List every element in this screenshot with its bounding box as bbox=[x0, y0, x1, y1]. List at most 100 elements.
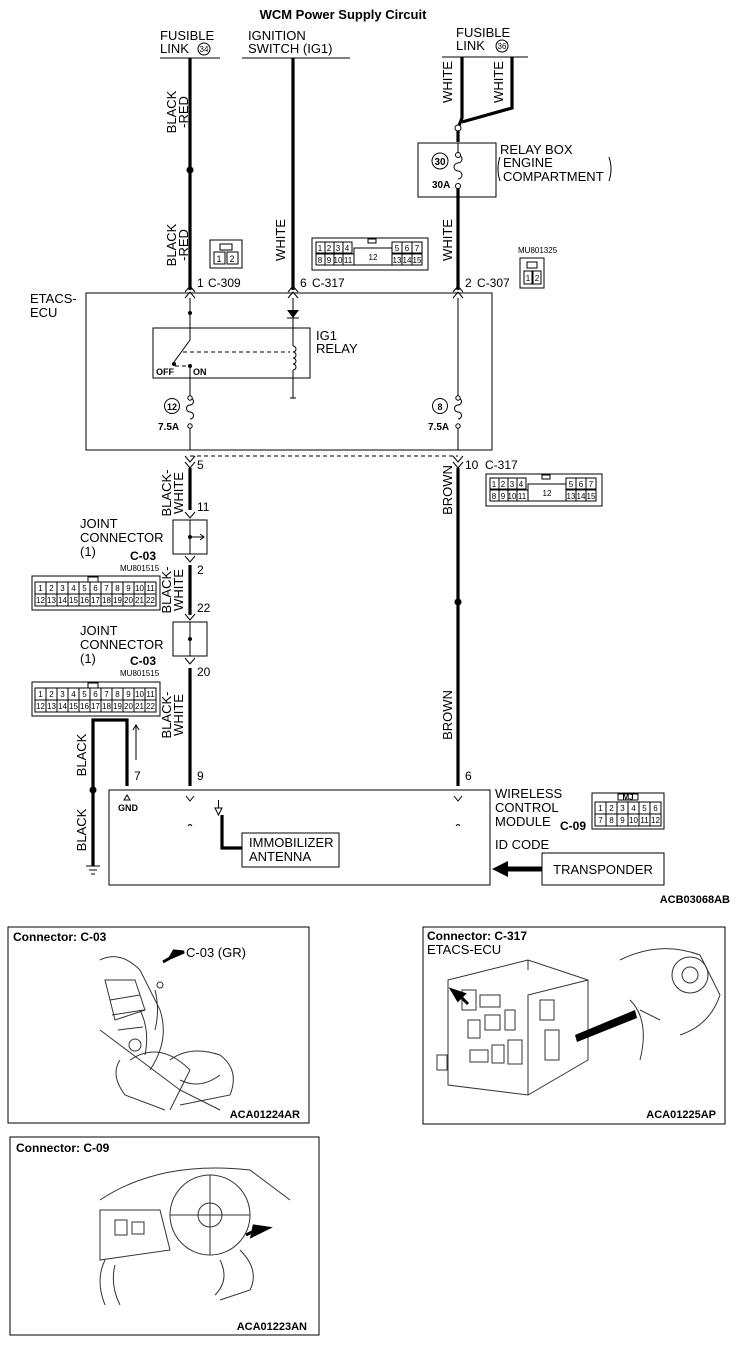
c317-bottom-pin-label: 10 bbox=[465, 458, 479, 472]
relay-coil bbox=[292, 345, 297, 371]
svg-text:14: 14 bbox=[403, 256, 412, 265]
diagram-title: WCM Power Supply Circuit bbox=[260, 7, 428, 22]
svg-text:9: 9 bbox=[501, 492, 506, 501]
svg-text:MJ: MJ bbox=[622, 793, 633, 802]
svg-text:4: 4 bbox=[345, 244, 350, 253]
wire-label-black-1: BLACK bbox=[74, 733, 89, 776]
c09-grid-pin-label: 11 bbox=[640, 816, 649, 825]
fusible-link-34-num: 34 bbox=[200, 45, 209, 54]
c03-grid-1-pin-label: 4 bbox=[71, 584, 76, 593]
c03-grid-2-pin-label: 12 bbox=[36, 702, 45, 711]
splice-dot bbox=[186, 166, 194, 174]
joint-connector-2-line3: (1) bbox=[80, 651, 96, 666]
c03-grid-1-pin-label: 18 bbox=[102, 596, 111, 605]
c03-grid-1-pin-label: 5 bbox=[82, 584, 87, 593]
relay-off-label: OFF bbox=[156, 367, 174, 377]
svg-text:8: 8 bbox=[318, 256, 323, 265]
c09-grid-pin-label: 6 bbox=[653, 804, 658, 813]
c03-grid-2-pin-label: 6 bbox=[93, 690, 98, 699]
ignition-switch-line2: SWITCH (IG1) bbox=[248, 41, 333, 56]
c09-grid-pin-label: 8 bbox=[609, 816, 614, 825]
panel-c09-title: Connector: C-09 bbox=[16, 1141, 110, 1155]
etacs-fuse12 bbox=[186, 397, 194, 420]
c309-pin-2: 2 bbox=[229, 254, 234, 264]
panel-c03 bbox=[7, 926, 310, 1124]
ig1-relay-line2: RELAY bbox=[316, 341, 358, 356]
c03-grid-2-pin-label: 9 bbox=[126, 690, 131, 699]
c307-name: C-307 bbox=[477, 276, 510, 290]
svg-text:1: 1 bbox=[492, 480, 497, 489]
joint-connector-2-name: C-03 bbox=[130, 654, 156, 668]
c307-pin-label: 2 bbox=[465, 276, 472, 290]
c03-grid-1-pin-label: 14 bbox=[58, 596, 67, 605]
panel-c03-arrow bbox=[162, 949, 185, 964]
fusible-link-34-line2: LINK bbox=[160, 41, 189, 56]
svg-text:7: 7 bbox=[589, 480, 594, 489]
joint-connector-1-line3: (1) bbox=[80, 544, 96, 559]
pin-11: 11 bbox=[197, 500, 210, 514]
svg-text:14: 14 bbox=[577, 492, 586, 501]
panel-c317-subtitle: ETACS-ECU bbox=[427, 942, 501, 957]
pin-6: 6 bbox=[465, 769, 472, 783]
wire-label-brown-2: BROWN bbox=[440, 690, 455, 740]
joint-connector-1-line2: CONNECTOR bbox=[80, 530, 164, 545]
c03-grid-2-pin-label: 7 bbox=[104, 690, 109, 699]
svg-text:15: 15 bbox=[413, 256, 422, 265]
c09-grid-pin-label: 12 bbox=[651, 816, 660, 825]
c03-grid-1-pin-label: 15 bbox=[69, 596, 78, 605]
diode bbox=[287, 310, 299, 318]
panel-c03-title: Connector: C-03 bbox=[13, 930, 107, 944]
wire-label-red: -RED bbox=[176, 96, 191, 128]
etacs-label-line1: ETACS- bbox=[30, 291, 77, 306]
ig1-relay-box bbox=[152, 327, 311, 379]
wire-label-black-2: BLACK bbox=[164, 223, 179, 266]
c03-grid-2-pin-label: 15 bbox=[69, 702, 78, 711]
fusible-link-36-line2: LINK bbox=[456, 38, 485, 53]
c09-grid-pin-label: 1 bbox=[598, 804, 603, 813]
etacs-label-line2: ECU bbox=[30, 305, 57, 320]
transponder-label: TRANSPONDER bbox=[553, 862, 653, 877]
panel-c03-callout: C-03 (GR) bbox=[186, 945, 246, 960]
c09-grid-pin-label: 3 bbox=[620, 804, 625, 813]
svg-text:3: 3 bbox=[336, 244, 341, 253]
svg-text:2: 2 bbox=[501, 480, 506, 489]
svg-text:12: 12 bbox=[543, 489, 552, 498]
svg-text:8: 8 bbox=[492, 492, 497, 501]
c317-top-name: C-317 bbox=[312, 276, 345, 290]
c03-grid-2-pin-label: 10 bbox=[135, 690, 144, 699]
svg-text:12: 12 bbox=[369, 253, 378, 262]
wire-white-fl36-a bbox=[456, 57, 464, 142]
relay-box-fuse-num: 30 bbox=[434, 157, 446, 168]
c03-grid-1-pin-label: 8 bbox=[115, 584, 120, 593]
c03-grid-2-pin-label: 18 bbox=[102, 702, 111, 711]
c03-grid-2-pin-label: 13 bbox=[47, 702, 56, 711]
svg-text:1: 1 bbox=[526, 274, 531, 283]
c307-part-number: MU801325 bbox=[518, 246, 558, 255]
relay-on-label: ON bbox=[193, 367, 207, 377]
etacs-fuse8-num: 8 bbox=[437, 402, 442, 412]
c09-grid-pin-label: 9 bbox=[620, 816, 625, 825]
panel-c317-arrow bbox=[448, 987, 470, 1006]
wire-label-brown-1: BROWN bbox=[440, 465, 455, 515]
c03-grid-1-pin-label: 12 bbox=[36, 596, 45, 605]
joint-connector-2-line1: JOINT bbox=[80, 623, 118, 638]
etacs-fuse8-rating: 7.5A bbox=[428, 422, 449, 433]
c03-grid-2-pin-label: 14 bbox=[58, 702, 67, 711]
c03-grid-2-pin-label: 19 bbox=[113, 702, 122, 711]
svg-text:6: 6 bbox=[405, 244, 410, 253]
c03-grid-1-pin-label: 1 bbox=[38, 584, 43, 593]
diagram-code: ACB03068AB bbox=[660, 894, 730, 906]
panel-c09-illustration bbox=[99, 1167, 291, 1306]
c03-grid-1-pin-label: 2 bbox=[49, 584, 54, 593]
fusible-link-34-circle bbox=[197, 42, 211, 56]
c09-grid-pin-cell bbox=[649, 813, 662, 827]
c03-grid-1-pin-label: 21 bbox=[135, 596, 144, 605]
c03-grid-1-pin-label: 17 bbox=[91, 596, 100, 605]
svg-text:15: 15 bbox=[587, 492, 596, 501]
c03-grid-1-pin-label: 20 bbox=[124, 596, 133, 605]
relay-box-fuse bbox=[453, 154, 463, 180]
id-code-label: ID CODE bbox=[495, 837, 550, 852]
c309-pin-1: 1 bbox=[216, 254, 221, 264]
